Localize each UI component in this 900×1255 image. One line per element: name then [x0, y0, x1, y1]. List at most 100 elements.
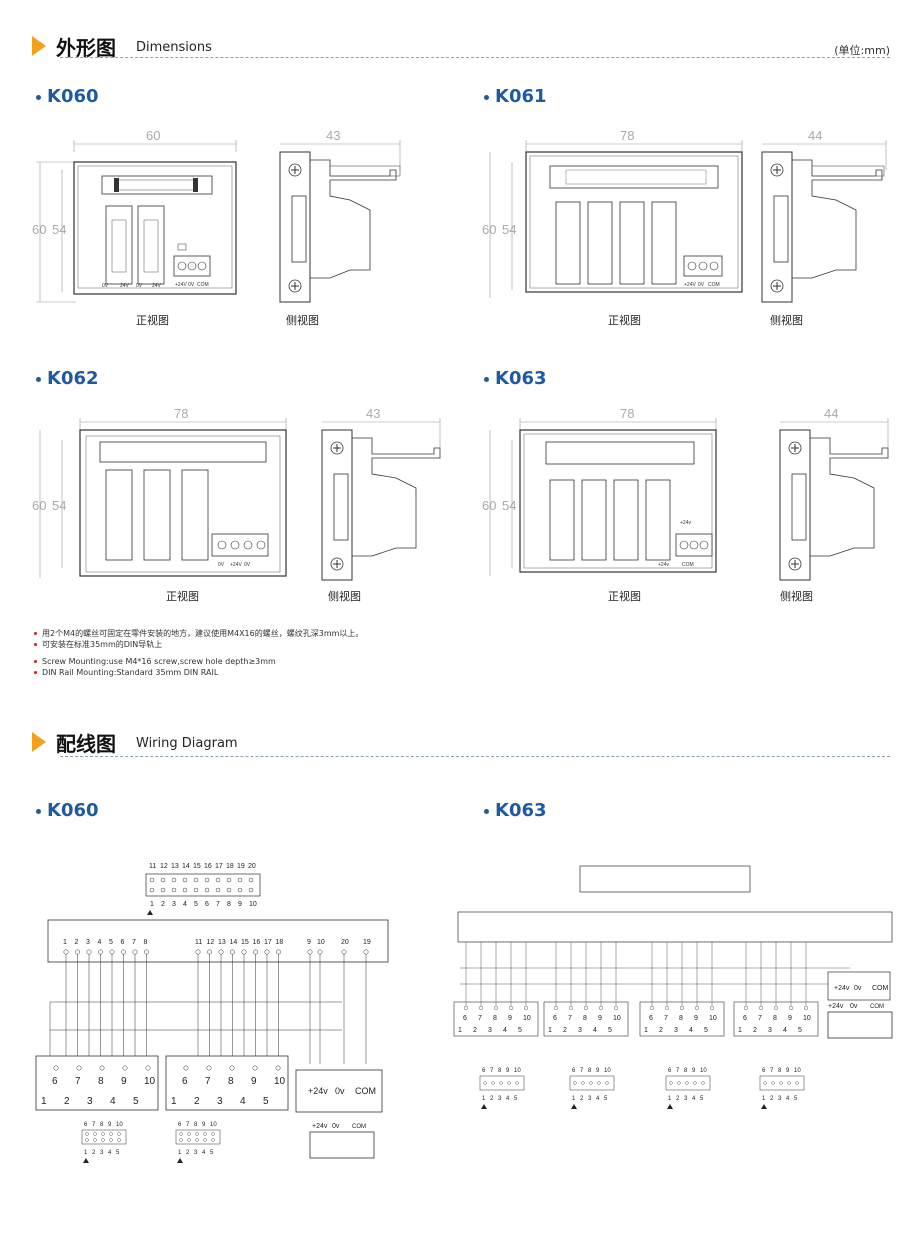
- pin-number: 9: [596, 1068, 600, 1074]
- pin-hole: [241, 949, 247, 955]
- pin-number: 10: [274, 1076, 286, 1087]
- pin-number: 1: [762, 1096, 766, 1102]
- pin-number: 6: [743, 1015, 747, 1022]
- pin-number: 5: [133, 1096, 139, 1107]
- pin-number: 5: [608, 1027, 612, 1034]
- pin-number: 7: [92, 1122, 96, 1128]
- svg-text:0V: 0V: [218, 562, 225, 568]
- pin-number: 2: [676, 1096, 680, 1102]
- pin-number: 5: [514, 1096, 518, 1102]
- pin-hole: [509, 1005, 514, 1010]
- pin-hole: [499, 1081, 503, 1085]
- section-divider: [60, 756, 890, 757]
- screw-terminal-block: [309, 1131, 375, 1159]
- caption-front: 正视图: [608, 314, 641, 327]
- pin-hole: [109, 1132, 113, 1136]
- pin-number: 3: [498, 1096, 502, 1102]
- pin-hole: [605, 1081, 609, 1085]
- pin-number: 1: [178, 1150, 182, 1156]
- pin-number: 6: [178, 1122, 182, 1128]
- pin-number: 8: [588, 1068, 592, 1074]
- pin-hole: [211, 1138, 215, 1142]
- pin-number: 16: [253, 939, 261, 946]
- svg-text:0V: 0V: [136, 283, 143, 289]
- pin-number: 13: [218, 939, 226, 946]
- pin-number: 9: [251, 1076, 257, 1087]
- pin-number: 3: [578, 1027, 582, 1034]
- arrow-icon: [32, 732, 46, 752]
- pin-number: 7: [758, 1015, 762, 1022]
- pin-hole: [99, 1065, 105, 1071]
- pin-number: 6: [553, 1015, 557, 1022]
- pin-number: 6: [572, 1068, 576, 1074]
- pin-number: 7: [676, 1068, 680, 1074]
- unit-label: (单位:mm): [834, 44, 890, 57]
- pin-number: 5: [798, 1027, 802, 1034]
- pin-number: 4: [240, 1096, 246, 1107]
- pin-hole: [109, 1138, 113, 1142]
- pin-hole: [479, 1005, 484, 1010]
- pin-hole: [515, 1081, 519, 1085]
- pin-number: 2: [92, 1150, 96, 1156]
- terminal-label-com: COM: [352, 1124, 366, 1130]
- pin-number: 6: [121, 939, 125, 946]
- pin1-marker: [177, 1158, 183, 1163]
- pin-hole: [771, 1081, 775, 1085]
- pin-number: 8: [98, 1076, 104, 1087]
- pin-hole: [179, 1132, 183, 1136]
- output-block: [35, 1055, 159, 1111]
- pin-number: 10: [803, 1015, 811, 1022]
- dim-side-depth: 43: [366, 406, 381, 421]
- pin-number: 14: [182, 863, 190, 870]
- pin-number: 3: [674, 1027, 678, 1034]
- note-item: DIN Rail Mounting:Standard 35mm DIN RAIL: [34, 667, 363, 678]
- pin-number: 17: [264, 939, 272, 946]
- pin-hole: [248, 887, 254, 893]
- pin-number: 1: [668, 1096, 672, 1102]
- pin-number: 3: [172, 901, 176, 908]
- pin-hole: [248, 877, 254, 883]
- k060-side-drawing: [279, 140, 401, 303]
- pin-hole: [204, 877, 210, 883]
- terminal-label-zero: 0v: [850, 1003, 858, 1010]
- pin-hole: [252, 1065, 258, 1071]
- pin-hole: [573, 1081, 577, 1085]
- pin-hole: [187, 1138, 191, 1142]
- wiring-title-left: K060: [36, 800, 99, 821]
- pin-number: 4: [689, 1027, 693, 1034]
- pin-number: 1: [644, 1027, 648, 1034]
- pin-number: 16: [204, 863, 212, 870]
- pin-number: 3: [86, 939, 90, 946]
- connector-40pin: [579, 865, 751, 893]
- pin-number: 2: [753, 1027, 757, 1034]
- pin-number: 5: [794, 1096, 798, 1102]
- pin-hole: [669, 1081, 673, 1085]
- pin-hole: [363, 949, 369, 955]
- pin-number: 3: [217, 1096, 223, 1107]
- pin-hole: [101, 1138, 105, 1142]
- pin-number: 4: [202, 1150, 206, 1156]
- pin-number: 10: [523, 1015, 531, 1022]
- pin-hole: [685, 1081, 689, 1085]
- pin1-marker: [147, 910, 153, 915]
- pin-hole: [215, 887, 221, 893]
- pin-number: 2: [580, 1096, 584, 1102]
- k062-front-drawing: 0V +24V 0V: [39, 418, 287, 578]
- pin-number: 9: [307, 939, 311, 946]
- pin-number: 6: [668, 1068, 672, 1074]
- pin-number: 9: [788, 1015, 792, 1022]
- caption-side: 侧视图: [286, 314, 319, 327]
- mounting-notes: 用2个M4的螺丝可固定在零件安装的地方，建议使用M4X16的螺丝，螺纹孔深3mm…: [34, 628, 363, 678]
- pin-number: 8: [773, 1015, 777, 1022]
- pin-hole: [583, 1005, 588, 1010]
- mini-connector: [759, 1075, 805, 1091]
- pin-number: 10: [613, 1015, 621, 1022]
- pin-number: 10: [514, 1068, 521, 1074]
- pin-number: 3: [100, 1150, 104, 1156]
- pin-number: 5: [263, 1096, 269, 1107]
- pin-hole: [759, 1005, 764, 1010]
- mini-connector: [479, 1075, 525, 1091]
- terminal-label-com: COM: [872, 985, 889, 992]
